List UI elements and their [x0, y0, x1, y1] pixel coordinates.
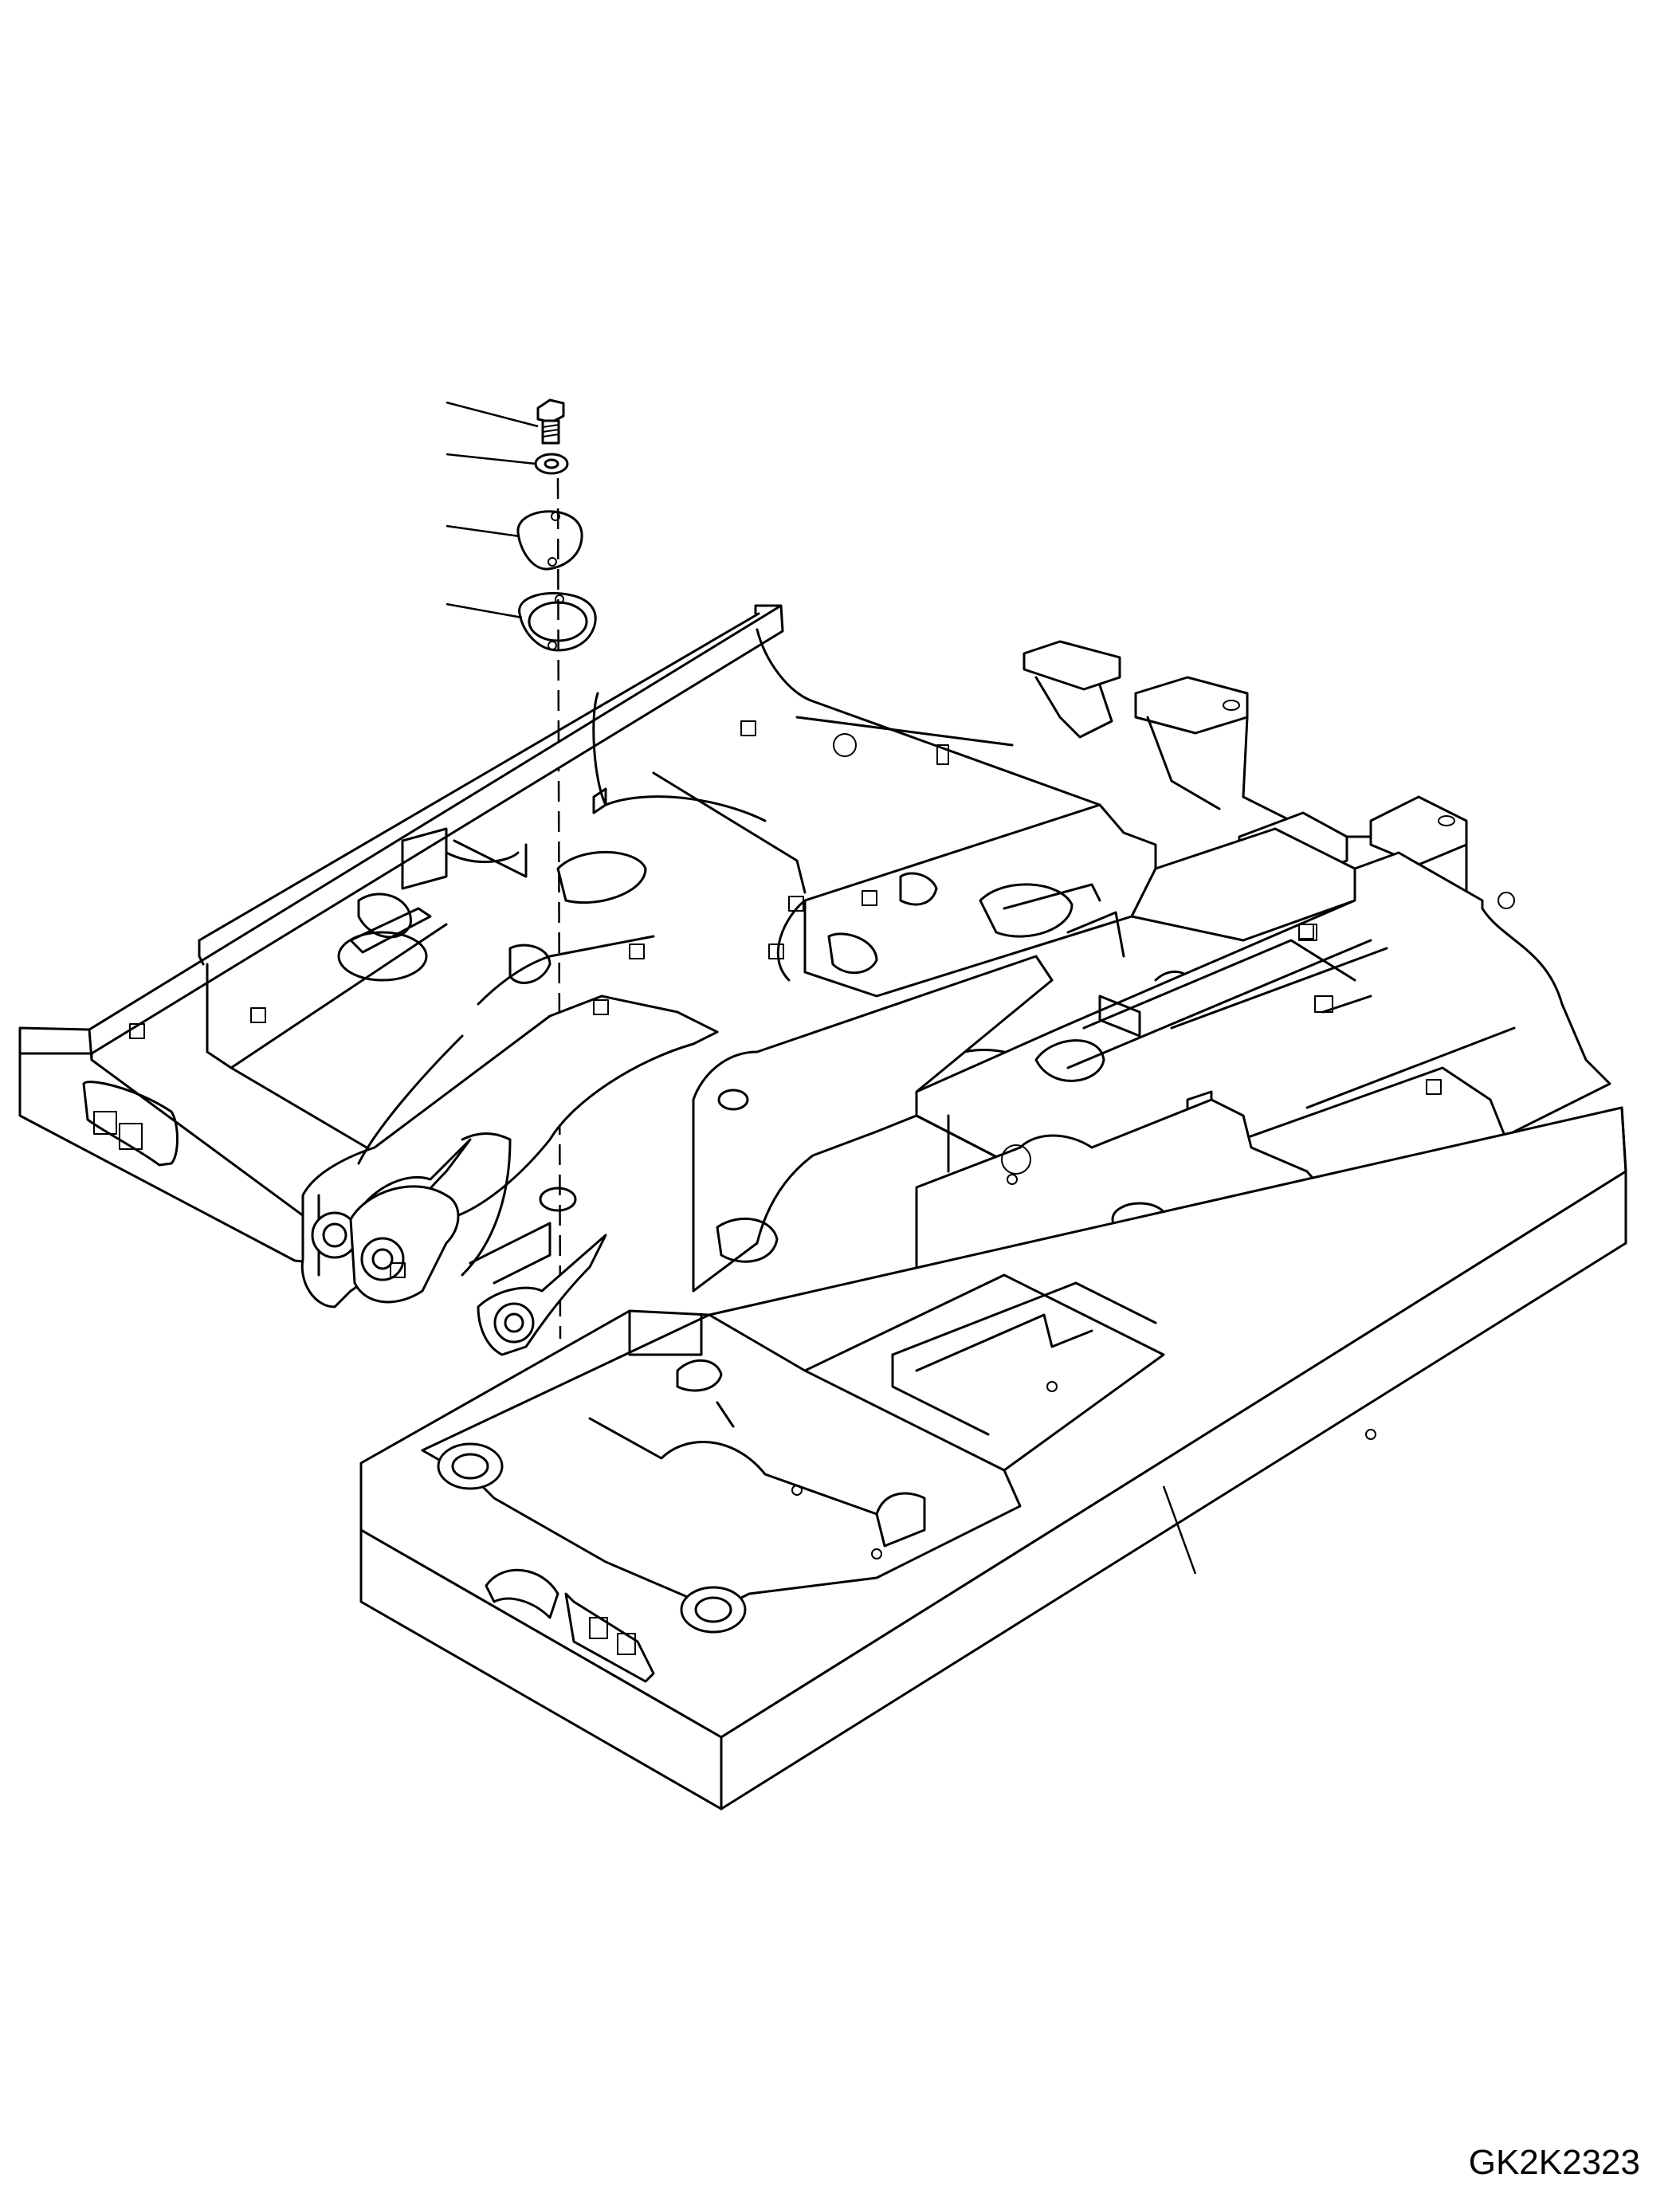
center-beams [776, 803, 1356, 998]
front-box-section [359, 1106, 1627, 1811]
fastener-dots [129, 890, 1376, 1559]
cover-plate [516, 510, 583, 571]
leader-line-bolt [446, 401, 539, 428]
washer [534, 453, 569, 475]
left-box-section [18, 604, 784, 1265]
leader-line-washer [446, 453, 536, 465]
leader-line-gasket [446, 602, 523, 619]
bolt [536, 398, 565, 445]
leader-line-frame [1162, 1485, 1197, 1575]
revolving-frame [18, 604, 1627, 1811]
exploded-parts [446, 398, 597, 1340]
boom-brackets [300, 935, 719, 1356]
drawing-code: GK2K2323 [1468, 2143, 1640, 2182]
leader-line-cover [446, 524, 520, 538]
assembly-axis [556, 477, 562, 1340]
